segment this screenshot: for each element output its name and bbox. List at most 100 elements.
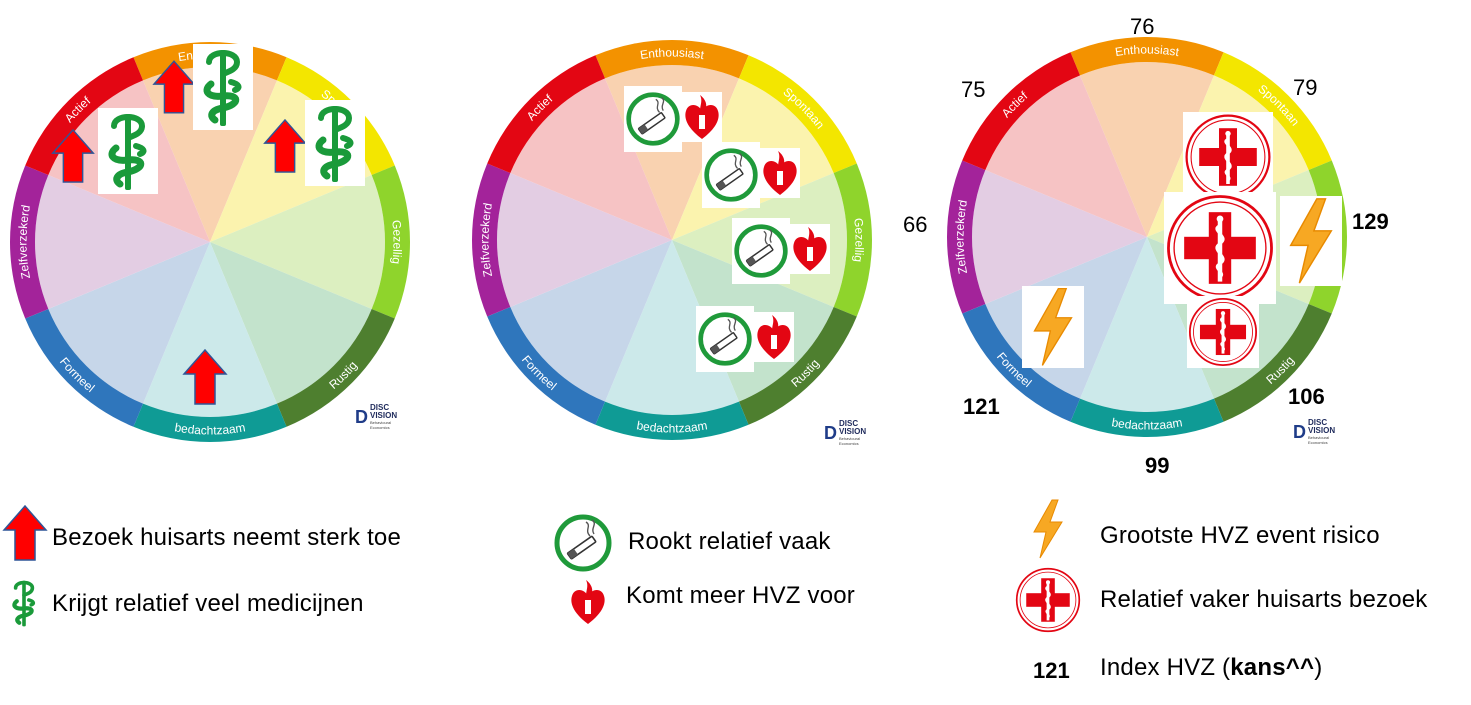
red-heart-torch-icon [568,578,608,626]
red-up-arrow-icon [262,118,308,174]
red-up-arrow-icon [152,58,196,116]
logo-line3: Behavioural Economics [1308,435,1330,445]
wheel-wedge-zelfverzekerd [35,175,211,309]
index-gezellig: 129 [1352,209,1389,234]
orange-lightning-icon-graphic [1033,499,1063,559]
red-cross-doctor-badge-icon-graphic [1015,567,1081,633]
logo-line2: VISION [370,411,398,420]
wheel-label-enthousiast: Enthousiast [1114,42,1181,59]
wheel-label-zelfverzekerd: Zelfverzekerd [477,202,495,278]
wheel-wedge-actief [510,78,672,241]
logo-line1: DISC [1308,418,1328,427]
logo-mark: D [1293,421,1306,442]
legend-index-pre: Index HVZ ( [1100,654,1231,681]
cigarette-icon [702,142,760,208]
red-up-arrow-icon-graphic [152,60,196,114]
green-caduceus-icon [6,572,42,634]
wheel-ring-actief [25,57,144,176]
wheel-wedge-formeel [48,242,211,404]
green-caduceus-icon [305,100,365,186]
wheel-label-bedachtzaam: bedachtzaam [1111,415,1184,432]
wheel-ring-bedachtzaam [1070,398,1224,438]
red-cross-doctor-badge-icon [1014,566,1082,634]
wheel-ring-gezellig [371,165,411,319]
red-heart-torch-icon-graphic [685,95,719,139]
logo-mark: D [355,406,368,427]
wheel-label-bedachtzaam: bedachtzaam [174,420,247,437]
red-heart-torch-icon-graphic [757,315,791,359]
green-caduceus-icon-graphic [315,106,354,182]
index-actief: 75 [961,77,986,102]
index-rustig: 106 [1288,384,1325,409]
cigarette-icon [732,218,790,284]
red-heart-torch-icon [754,312,794,362]
wheel-ring-enthousiast [1070,37,1224,76]
wheel-label-gezellig: Gezellig [851,217,866,262]
cigarette-icon-graphic [626,92,680,146]
red-up-arrow-icon-graphic [263,118,307,173]
wheel-ring-enthousiast [595,40,749,79]
wheel-wedge-zelfverzekerd [972,170,1147,304]
cigarette-icon [624,86,682,152]
legend-heart-text: Komt meer HVZ voor [626,582,855,609]
logo-line3: Behavioural Economics [370,420,392,430]
logo-line2: VISION [1308,426,1336,435]
wheel-ring-spontaan [1213,52,1332,171]
wheel-ring-bedachtzaam [595,401,749,441]
wheel-wedge-gezellig [210,175,385,309]
wheel-ring-zelfverzekerd [472,163,511,317]
legend-medicine-text: Krijgt relatief veel medicijnen [52,590,364,617]
wheel-label-bedachtzaam: bedachtzaam [636,418,709,435]
wheel-ring-formeel [25,308,144,427]
green-caduceus-icon [193,44,253,130]
green-caduceus-icon [98,108,158,194]
red-cross-doctor-badge-icon-graphic [1188,297,1258,367]
wheel-ring-rustig [276,308,395,427]
logo-line1: DISC [839,419,859,428]
legend-index-bold: kans^^ [1230,654,1315,681]
red-cross-doctor-badge-icon-graphic [1167,195,1273,301]
logo-line3: Behavioural Economics [839,436,861,446]
wheel-ring-actief [962,52,1081,171]
red-cross-doctor-badge-icon [1183,112,1273,202]
red-heart-torch-icon [682,92,722,142]
index-zelfverzekerd: 66 [903,212,928,237]
red-heart-torch-icon [790,224,830,274]
red-heart-torch-icon-graphic [793,227,827,271]
legend-lightning: Grootste HVZ event risico [1100,522,1380,550]
wheel-wedge-bedachtzaam [1080,237,1214,412]
wheel-label-enthousiast: Enthousiast [639,45,706,62]
wheel-label-zelfverzekerd: Zelfverzekerd [15,204,33,280]
red-cross-doctor-badge-icon [1187,296,1259,368]
wheel-ring-spontaan [738,55,857,174]
wheel-ring-gezellig [833,163,872,317]
red-up-arrow-icon [2,504,48,562]
cigarette-icon [696,306,754,372]
wheel-label-zelfverzekerd: Zelfverzekerd [952,199,970,275]
red-up-arrow-icon-graphic [182,348,228,405]
logo-line2: VISION [839,427,867,436]
legend-index-post: ) [1314,654,1323,681]
cigarette-icon-graphic [704,148,758,202]
red-heart-torch-icon-graphic [571,580,605,624]
red-heart-torch-icon [760,148,800,198]
green-caduceus-icon-graphic [108,114,147,190]
disc-vision-logo: D DISC VISION Behavioural Economics [355,404,410,431]
red-up-arrow-icon [50,128,96,184]
wheel-wedge-formeel [510,240,672,402]
wheel-label-gezellig: Gezellig [389,219,404,264]
legend-arrow: Bezoek huisarts neemt sterk toe [52,524,401,552]
orange-lightning-icon [1280,196,1342,286]
legend-heart: Komt meer HVZ voor [626,582,855,610]
legend-medicine: Krijgt relatief veel medicijnen [52,590,364,618]
orange-lightning-icon [1022,286,1084,368]
wheel-ring-actief [487,55,606,174]
index-formeel: 121 [963,394,1000,419]
red-heart-torch-icon-graphic [763,151,797,195]
red-cross-doctor-badge-icon-graphic [1185,114,1271,200]
wheel-ring-zelfverzekerd [947,160,986,314]
legend-lightning-text: Grootste HVZ event risico [1100,522,1380,549]
wheel-wedge-bedachtzaam [143,242,277,417]
cigarette-icon-graphic [554,514,612,572]
cigarette-icon-graphic [698,312,752,366]
